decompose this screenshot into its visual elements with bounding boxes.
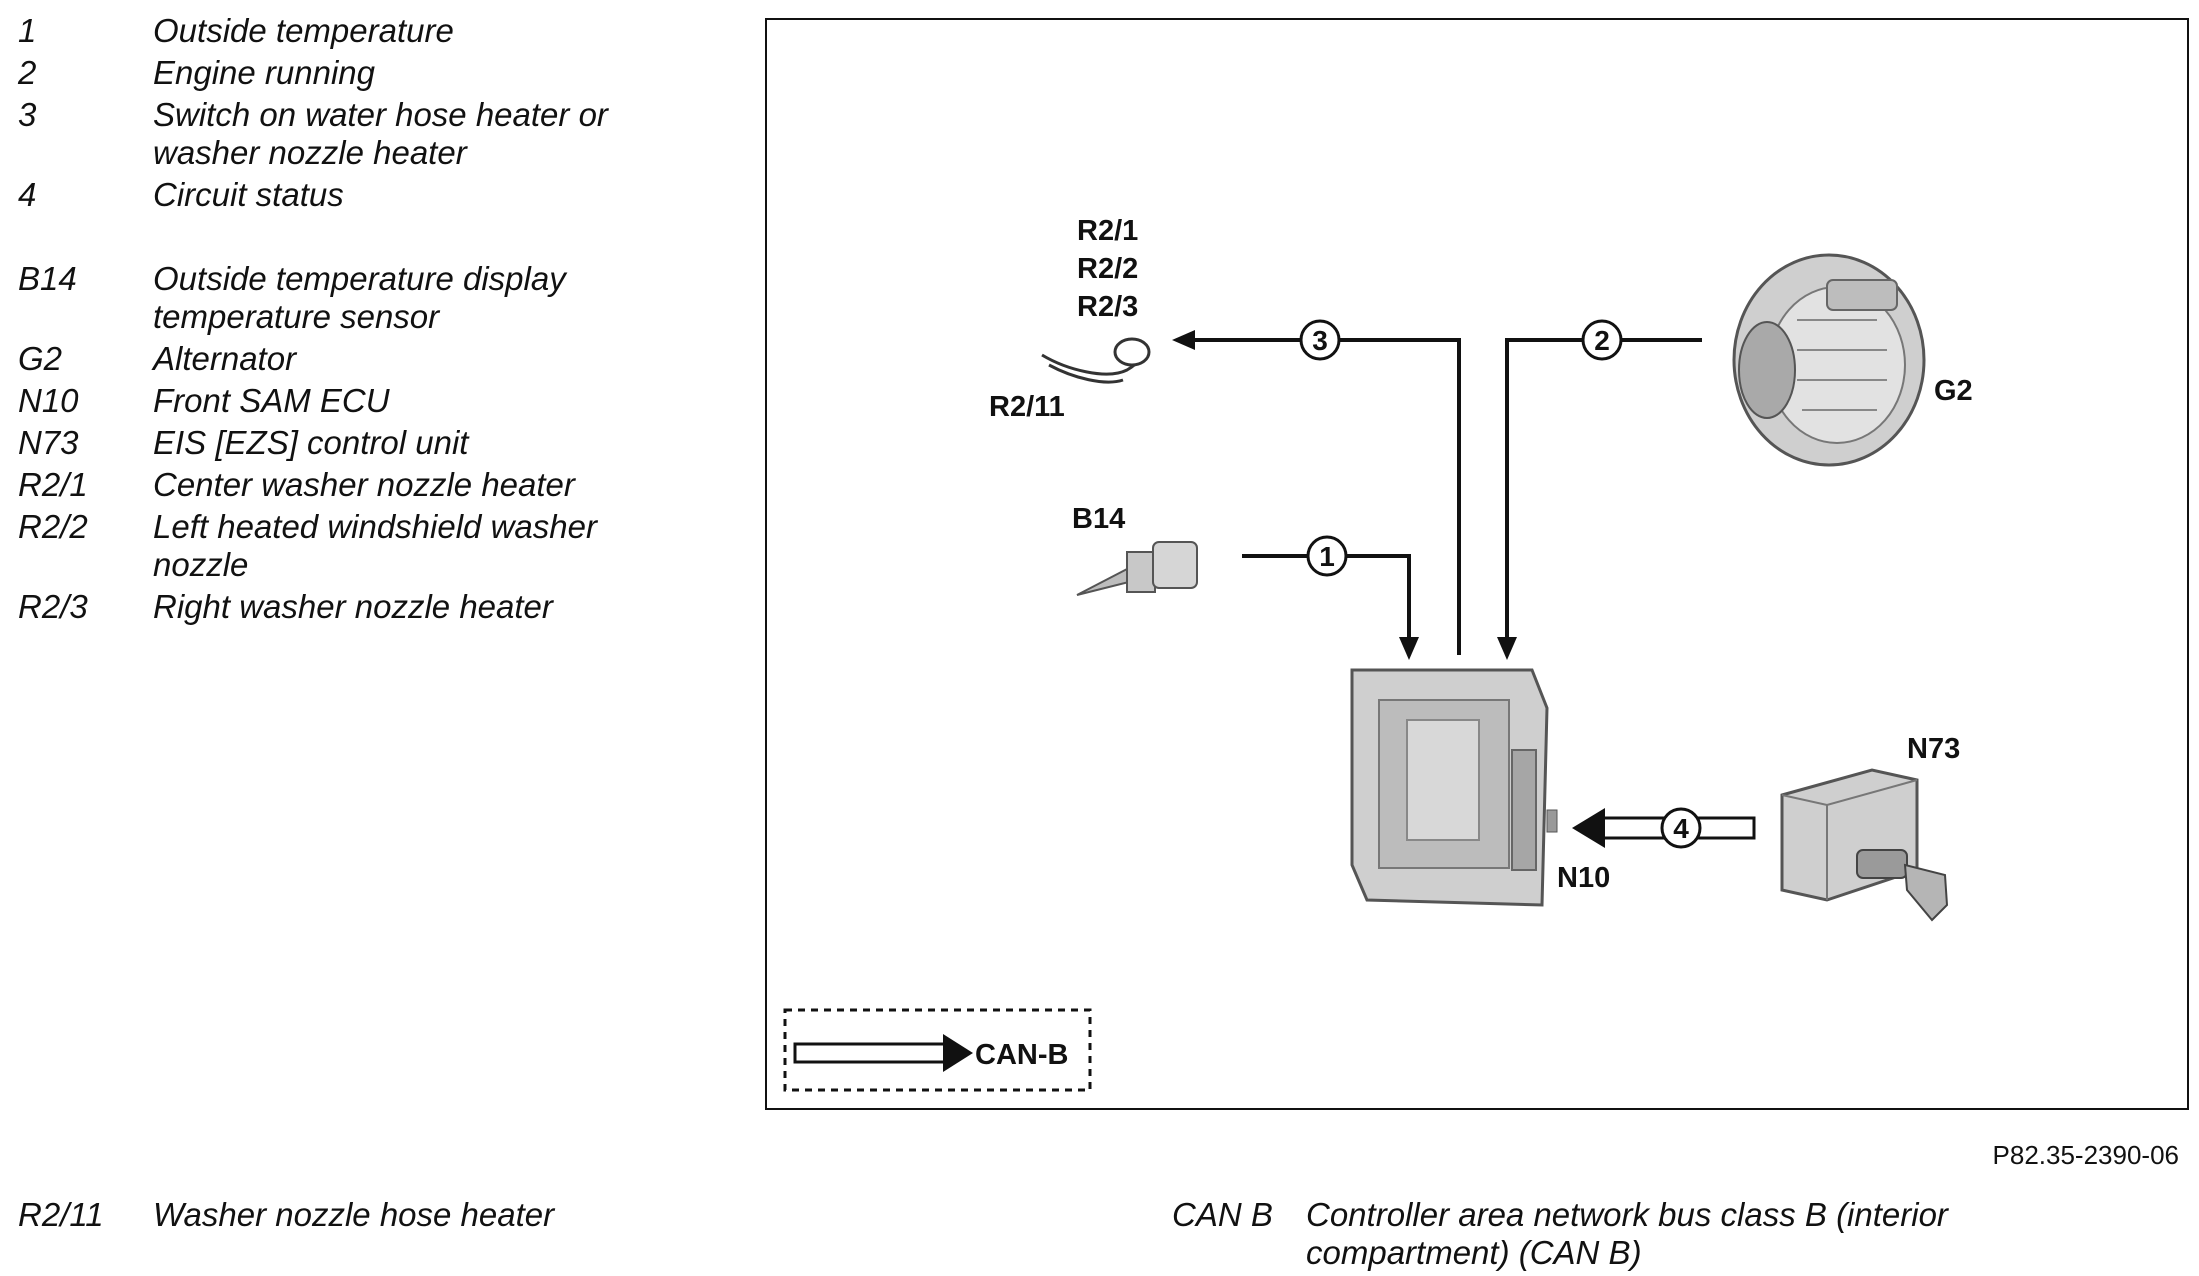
legend-component-r2-11: R2/11 Washer nozzle hose heater xyxy=(18,1196,778,1234)
legend-component-r2-1: R2/1 Center washer nozzle heater xyxy=(18,466,698,504)
can-b-key-arrowhead xyxy=(943,1034,973,1072)
signal-3-arrowhead xyxy=(1172,330,1195,350)
legend-desc: Center washer nozzle heater xyxy=(153,466,575,503)
legend: 1 Outside temperature 2 Engine running 3… xyxy=(18,12,698,630)
legend-desc: Outside temperature display xyxy=(153,260,566,297)
legend-can-b: CAN B Controller area network bus class … xyxy=(1172,1196,2052,1272)
washer-nozzle-heater-illustration xyxy=(1041,337,1151,384)
signal-3-line xyxy=(1182,338,1461,655)
legend-code: 4 xyxy=(18,176,37,213)
label-r2-3: R2/3 xyxy=(1077,291,1138,323)
legend-component-b14: B14 Outside temperature display temperat… xyxy=(18,260,698,336)
legend-signal-2: 2 Engine running xyxy=(18,54,698,92)
label-n10: N10 xyxy=(1557,862,1610,894)
legend-code: 3 xyxy=(18,96,37,133)
signal-1-line xyxy=(1242,554,1411,648)
signal-2-marker xyxy=(1581,319,1623,361)
circuit-diagram: 3 2 1 4 R2/1 R2/2 R2/3 R2/11 xyxy=(765,18,2189,1110)
legend-code: G2 xyxy=(18,340,63,377)
legend-desc: Left heated windshield washer xyxy=(153,508,597,545)
legend-desc-cont: temperature sensor xyxy=(153,298,440,335)
signal-1-arrowhead xyxy=(1399,637,1419,660)
legend-code: N10 xyxy=(18,382,79,419)
legend-desc-cont: nozzle xyxy=(153,546,249,583)
legend-component-n10: N10 Front SAM ECU xyxy=(18,382,698,420)
signal-4-marker xyxy=(1660,807,1702,849)
legend-bottom-right: CAN B Controller area network bus class … xyxy=(1172,1196,2052,1276)
can-b-key-arrow-body xyxy=(793,1042,947,1064)
signal-3-number: 3 xyxy=(1312,325,1328,356)
legend-code: R2/11 xyxy=(18,1196,104,1233)
label-n73: N73 xyxy=(1907,733,1960,765)
figure-reference: P82.35-2390-06 xyxy=(1992,1140,2179,1170)
legend-signal-3: 3 Switch on water hose heater or washer … xyxy=(18,96,698,172)
signal-1-marker xyxy=(1306,535,1348,577)
signal-3-marker xyxy=(1299,319,1341,361)
front-sam-ecu-illustration xyxy=(1350,668,1558,907)
legend-desc: Outside temperature xyxy=(153,12,454,49)
legend-desc: Right washer nozzle heater xyxy=(153,588,553,625)
legend-signal-1: 1 Outside temperature xyxy=(18,12,698,50)
legend-desc-cont: washer nozzle heater xyxy=(153,134,467,171)
legend-code: R2/2 xyxy=(18,508,88,545)
label-b14: B14 xyxy=(1072,503,1125,535)
legend-desc-cont: compartment) (CAN B) xyxy=(1306,1234,1642,1271)
legend-component-r2-3: R2/3 Right washer nozzle heater xyxy=(18,588,698,626)
label-r2-2: R2/2 xyxy=(1077,253,1138,285)
signal-1-number: 1 xyxy=(1319,541,1335,572)
legend-code: R2/1 xyxy=(18,466,88,503)
eis-control-unit-illustration xyxy=(1780,768,1949,922)
can-b-key-label: CAN-B xyxy=(975,1039,1068,1071)
alternator-illustration xyxy=(1732,253,1926,467)
legend-desc: Controller area network bus class B (int… xyxy=(1306,1196,1948,1233)
legend-code: R2/3 xyxy=(18,588,88,625)
legend-desc: Switch on water hose heater or xyxy=(153,96,608,133)
label-r2-1: R2/1 xyxy=(1077,215,1138,247)
signal-4-number: 4 xyxy=(1673,813,1689,844)
legend-component-r2-2: R2/2 Left heated windshield washer nozzl… xyxy=(18,508,698,584)
legend-desc: Front SAM ECU xyxy=(153,382,390,419)
can-b-key-box xyxy=(783,1008,1092,1092)
legend-component-g2: G2 Alternator xyxy=(18,340,698,378)
legend-code: B14 xyxy=(18,260,77,297)
label-g2: G2 xyxy=(1934,375,1973,407)
legend-desc: Washer nozzle hose heater xyxy=(153,1196,555,1233)
label-r2-11: R2/11 xyxy=(989,391,1065,423)
legend-desc: Circuit status xyxy=(153,176,344,213)
legend-code: N73 xyxy=(18,424,79,461)
signal-2-number: 2 xyxy=(1594,325,1610,356)
signal-2-line xyxy=(1505,338,1702,648)
legend-code: CAN B xyxy=(1172,1196,1273,1233)
diagram-canvas: 3 2 1 4 R2/1 R2/2 R2/3 R2/11 xyxy=(783,215,1973,1092)
legend-component-n73: N73 EIS [EZS] control unit xyxy=(18,424,698,462)
temperature-sensor-illustration xyxy=(1076,541,1198,596)
signal-2-arrowhead xyxy=(1497,637,1517,660)
legend-code: 1 xyxy=(18,12,37,49)
legend-desc: Engine running xyxy=(153,54,376,91)
legend-code: 2 xyxy=(18,54,37,91)
legend-signal-4: 4 Circuit status xyxy=(18,176,698,214)
legend-desc: EIS [EZS] control unit xyxy=(153,424,469,461)
legend-desc: Alternator xyxy=(153,340,297,377)
legend-bottom-left: R2/11 Washer nozzle hose heater xyxy=(18,1196,778,1238)
